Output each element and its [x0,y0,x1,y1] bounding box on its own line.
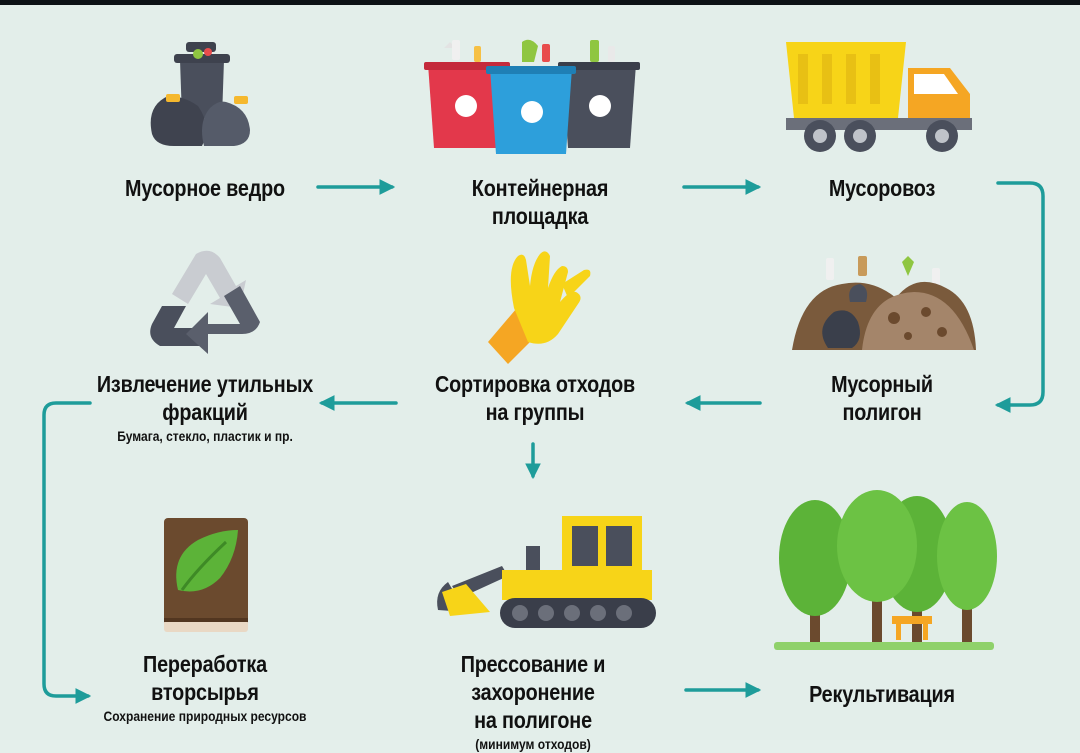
node-truck-title: Мусоровоз [828,175,936,201]
node-recultivation-title: Рекультивация [809,681,955,707]
node-landfill-title-line2: полигон [842,399,922,425]
node-bucket-label: Мусорное ведро [119,174,291,202]
recycling-containers-icon [424,39,640,154]
node-processing-title-line1: Переработка [143,651,267,677]
trash-bags-icon [150,42,250,146]
node-extraction-label: Извлечение утильных фракций Бумага, стек… [93,370,317,445]
arrow-truck-to-landfill [994,181,1045,413]
node-extraction-title-line2: фракций [162,399,248,425]
arrow-extraction-to-processing [42,401,92,704]
node-bucket-title: Мусорное ведро [125,175,285,201]
node-landfill-label: Мусорный полигон [796,370,968,426]
bulldozer-icon [437,516,656,628]
node-sorting-title-line1: Сортировка отходов [434,371,636,397]
node-sorting-title-line2: на группы [485,399,585,425]
top-status-bar [0,0,1080,5]
node-extraction-title-line1: Извлечение утильных [96,371,314,397]
node-containers-label: Контейнерная площадка [428,174,652,230]
node-extraction-subtitle: Бумага, стекло, пластик и пр. [117,428,293,444]
node-pressing-title-line1: Прессование и захоронение [460,651,606,705]
node-processing-title-line2: вторсырья [151,679,259,705]
node-truck-label: Мусоровоз [796,174,968,202]
landfill-icon [792,256,976,350]
node-processing-subtitle: Сохранение природных ресурсов [103,708,307,724]
eco-book-icon [164,518,248,632]
node-landfill-title-line1: Мусорный [831,371,933,397]
node-pressing-subtitle: (минимум отходов) [475,736,591,752]
node-containers-title: Контейнерная площадка [471,175,609,229]
node-processing-label: Переработка вторсырья Сохранение природн… [89,650,321,725]
garbage-truck-icon [786,42,972,152]
node-recultivation-label: Рекультивация [796,680,968,708]
node-sorting-label: Сортировка отходов на группы [428,370,643,426]
recycle-icon [150,250,260,354]
node-pressing-title-line2: на полигоне [474,707,592,733]
glove-icon [488,251,591,364]
trees-icon [774,490,997,650]
node-pressing-label: Прессование и захоронение на полигоне (м… [408,650,657,753]
